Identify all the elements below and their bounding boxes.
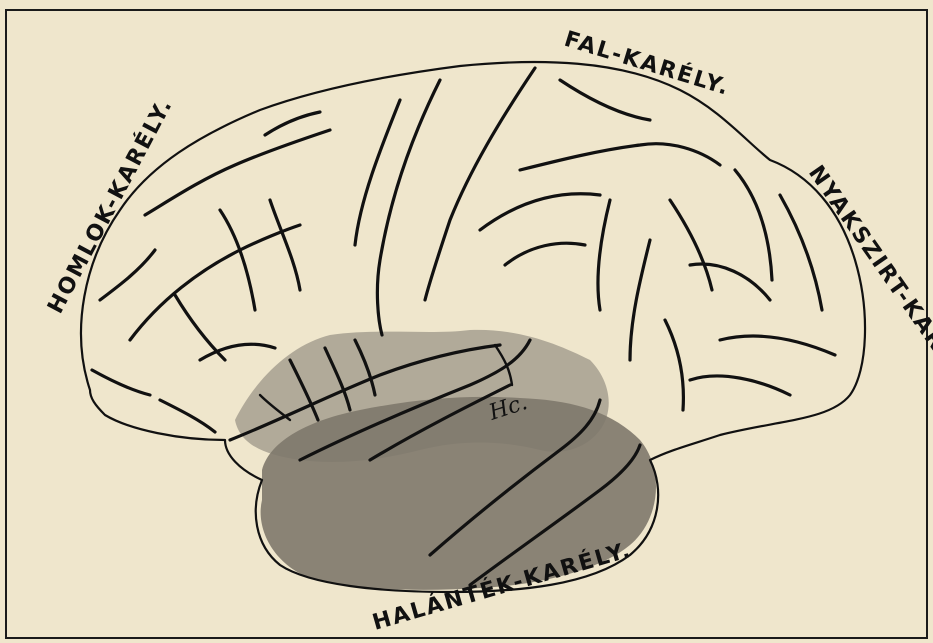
frontal-sulcus-4 [130, 225, 300, 340]
occipital-lobe-label: NYAKSZIRT-KARÉLY. [803, 161, 933, 401]
parietal-sulcus-3 [480, 194, 600, 230]
occipital-sulcus-5 [690, 376, 790, 395]
occipital-sulcus-6 [665, 320, 683, 410]
parietal-sulcus-5 [505, 243, 585, 265]
precentral-sulcus [355, 100, 400, 245]
parietal-lobe-label: FAL-KARÉLY. [561, 26, 733, 101]
postcentral-sulcus [425, 68, 535, 300]
frontal-sulcus-9 [160, 400, 215, 432]
central-sulcus [377, 80, 440, 335]
frontal-sulcus-8 [270, 200, 300, 290]
parietal-sulcus-6 [630, 240, 650, 360]
occipital-sulcus-1 [735, 170, 772, 280]
frontal-sulcus-2 [265, 112, 320, 135]
parietal-sulcus-4 [598, 200, 610, 310]
parietal-sulcus-2 [560, 80, 650, 120]
occipital-sulcus-3 [690, 264, 770, 300]
frontal-sulcus-5 [92, 370, 150, 395]
occipital-sulcus-4 [720, 336, 835, 355]
frontal-sulcus-3 [100, 250, 155, 300]
frontal-sulcus-7 [220, 210, 255, 310]
parietal-sulcus-7 [670, 200, 712, 290]
intraparietal-sulcus [520, 144, 720, 170]
occipital-sulcus-2 [780, 195, 822, 310]
frontal-sulcus-1 [145, 130, 330, 215]
